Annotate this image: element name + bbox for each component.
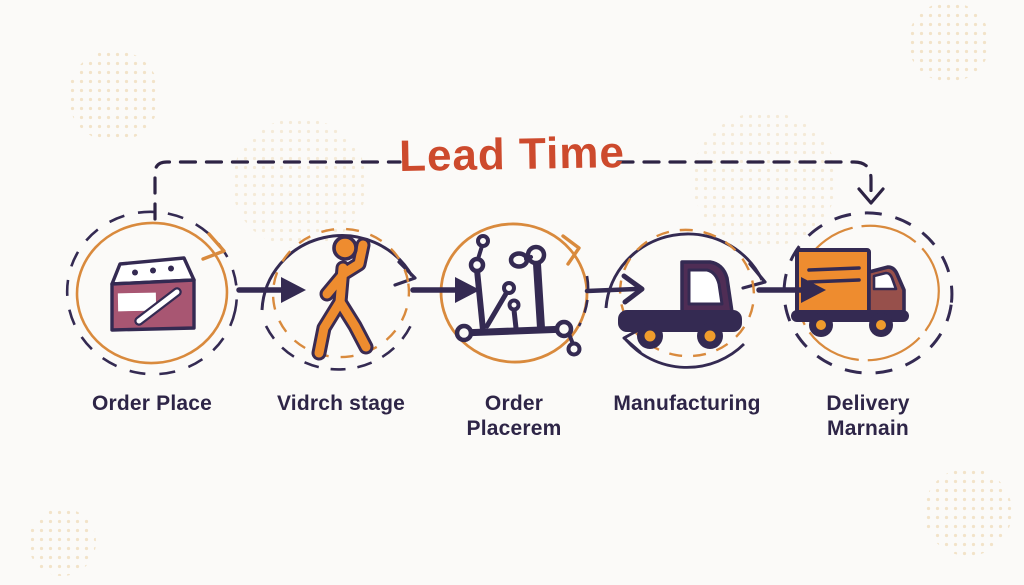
- order-box-icon: [65, 210, 239, 376]
- dot-pattern-cluster: [908, 2, 990, 82]
- stage-label-order-place: Order Place: [91, 392, 213, 415]
- navy-arrowhead-icon: [741, 262, 767, 290]
- orange-arrowhead-icon: [201, 232, 226, 261]
- stage-label-manufacturing: Manufacturing: [613, 392, 761, 415]
- stage-label-delivery-marnain: Delivery Marnain: [826, 392, 910, 440]
- diagram-title: Lead Time: [398, 128, 626, 181]
- stage-label-order-placerem: Order Placerem: [466, 392, 562, 440]
- flow-arrow: [410, 277, 480, 303]
- delivery-truck-icon: [782, 211, 954, 375]
- dot-pattern-cluster: [68, 50, 160, 142]
- flow-arrow: [236, 277, 306, 303]
- orange-arrowhead-icon: [561, 234, 581, 266]
- pickup-truck-icon: [604, 228, 767, 369]
- dot-pattern-cluster: [232, 118, 367, 248]
- down-arrowhead-icon: [857, 187, 885, 205]
- lead-time-span-arrow: [153, 160, 885, 221]
- assembly-machine-icon: [439, 222, 590, 364]
- navy-arrowhead-icon: [393, 260, 417, 287]
- walking-person-icon: [260, 227, 417, 371]
- dot-pattern-cluster: [28, 508, 96, 576]
- flow-arrow: [584, 273, 645, 305]
- stage-label-vidrch-stage: Vidrch stage: [276, 392, 406, 415]
- dot-pattern-cluster: [692, 112, 837, 247]
- dot-pattern-cluster: [924, 468, 1012, 556]
- flow-arrow: [756, 277, 826, 303]
